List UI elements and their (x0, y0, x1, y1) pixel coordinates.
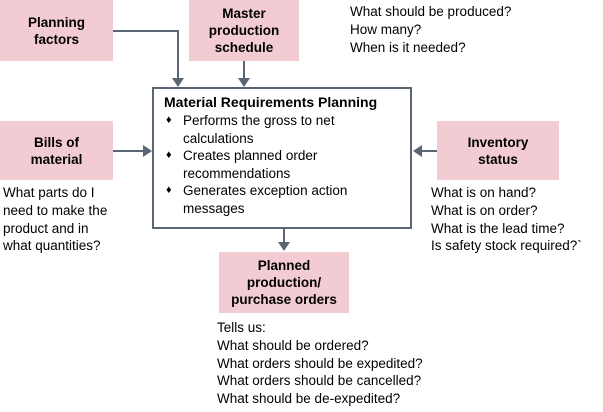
arrowhead-bom-to-mrp-icon (143, 145, 152, 157)
mrp-title: Material Requirements Planning (164, 94, 378, 110)
node-inventory-status[interactable]: Inventory status (437, 121, 559, 180)
mps-label-line3: schedule (214, 40, 274, 55)
planned-orders-label-line1: Planned (257, 258, 311, 273)
note-bom-questions: What parts do I need to make the product… (3, 185, 108, 254)
mrp-bullet-item: ♦ Generates exception action messages (166, 182, 404, 217)
note-mps-questions: What should be produced? How many? When … (350, 4, 512, 55)
diamond-bullet-icon: ♦ (166, 114, 172, 126)
planned-orders-label-line2: production/ (246, 275, 322, 290)
connector-bom-horizontal (113, 150, 145, 152)
connector-planning-factors-horizontal (113, 30, 179, 32)
planning-factors-label-line1: Planning (28, 14, 85, 30)
node-bills-of-material[interactable]: Bills of material (0, 121, 113, 180)
node-master-production-schedule[interactable]: Master production schedule (189, 0, 299, 61)
mps-label-line2: production (208, 23, 280, 38)
planned-orders-label-line3: purchase orders (231, 292, 337, 307)
connector-planning-factors-vertical (177, 30, 179, 79)
connector-mrp-output-vertical (283, 229, 285, 243)
arrowhead-mrp-to-planned-orders-icon (278, 242, 290, 251)
bom-label-line1: Bills of (33, 134, 79, 150)
arrowhead-inventory-to-mrp-icon (413, 145, 422, 157)
planning-factors-label-line2: factors (33, 31, 79, 47)
connector-mps-vertical (243, 61, 245, 79)
diamond-bullet-icon: ♦ (166, 149, 172, 162)
note-inventory-questions: What is on hand? What is on order? What … (431, 185, 582, 254)
note-output-questions: Tells us: What should be ordered? What o… (217, 320, 423, 407)
inventory-label-line2: status (478, 151, 518, 167)
node-planned-production-purchase-orders[interactable]: Planned production/ purchase orders (219, 252, 349, 313)
mps-label-line1: Master (222, 6, 266, 21)
mrp-bullet-item: ♦ Performs the gross to net calculations (166, 112, 404, 147)
mrp-bullet-list: ♦ Performs the gross to net calculations… (154, 112, 410, 218)
bom-label-line2: material (30, 151, 83, 167)
mrp-bullet-text: Generates exception action messages (183, 183, 348, 216)
arrowhead-mps-to-mrp-icon (238, 78, 250, 87)
node-planning-factors[interactable]: Planning factors (0, 0, 113, 61)
mrp-bullet-text: Performs the gross to net calculations (183, 113, 335, 146)
node-material-requirements-planning[interactable]: Material Requirements Planning ♦ Perform… (152, 87, 412, 229)
mrp-bullet-item: ♦ Creates planned order recommendations (166, 147, 404, 182)
mrp-bullet-text: Creates planned order recommendations (183, 148, 318, 181)
arrowhead-planning-factors-to-mrp-icon (172, 78, 184, 87)
connector-inventory-horizontal (422, 150, 437, 152)
diamond-bullet-icon: ♦ (166, 184, 172, 197)
inventory-label-line1: Inventory (467, 134, 529, 150)
